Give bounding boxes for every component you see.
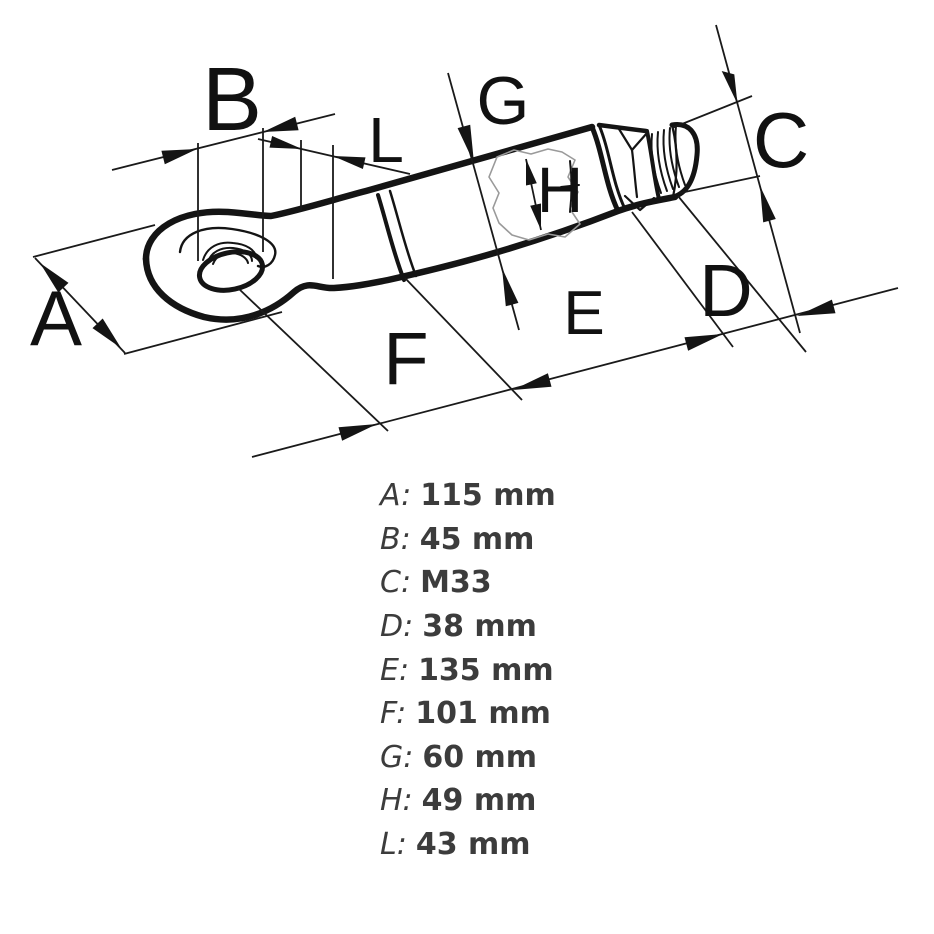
ext-line-from-hole xyxy=(237,287,389,432)
thread-crest xyxy=(662,129,674,190)
arrowhead xyxy=(161,149,197,165)
nut-top-edge xyxy=(596,122,649,134)
legend-row: D: 38 mm xyxy=(380,605,556,649)
dim-label-E: E xyxy=(563,279,604,348)
legend-row: G: 60 mm xyxy=(380,736,556,780)
legend-value: 49 mm xyxy=(421,783,537,819)
dim-label-D: D xyxy=(699,249,752,332)
dim-label-F: F xyxy=(383,317,428,400)
dim-label-A: A xyxy=(30,274,82,362)
legend-value: 45 mm xyxy=(419,521,535,557)
dimension-labels: A B C D E F G H L xyxy=(30,50,809,400)
legend-value: 43 mm xyxy=(415,827,531,863)
thread-crest xyxy=(656,131,668,192)
arrowhead xyxy=(526,159,537,186)
legend-row: F: 101 mm xyxy=(380,692,556,736)
section-sketch-outline xyxy=(488,148,581,241)
arrowhead xyxy=(513,373,552,390)
legend-letter: G: xyxy=(380,739,414,775)
arrowhead xyxy=(760,186,776,223)
end-face-arc xyxy=(589,124,621,214)
legend-letter: F: xyxy=(380,696,407,732)
hole-thread-arc xyxy=(207,246,253,263)
arrowhead xyxy=(92,318,121,348)
legend-letter: H: xyxy=(380,783,413,819)
ext-line-shaft-start xyxy=(404,277,523,401)
hole-chamfer-arc xyxy=(178,226,277,269)
dim-label-B: B xyxy=(202,50,262,150)
stud-tip-edge xyxy=(670,123,678,199)
arrowhead xyxy=(338,424,377,441)
end-face-arc-inner xyxy=(597,123,627,211)
legend-letter: D: xyxy=(380,609,414,645)
dimension-legend: A: 115 mm B: 45 mm C: M33 D: 38 mm E: 13… xyxy=(380,474,556,866)
hole-thread-arc xyxy=(202,241,257,261)
ext-line-thread-start xyxy=(631,211,734,348)
thread-section xyxy=(650,122,700,200)
nut-facet-edge xyxy=(630,148,639,199)
hole-thread-arc xyxy=(212,251,249,265)
dim-line-B xyxy=(111,113,336,171)
arrowhead xyxy=(269,136,302,149)
eye-ring xyxy=(178,226,277,293)
dim-label-C: C xyxy=(753,96,809,184)
legend-row: H: 49 mm xyxy=(380,779,556,823)
shaft-end-face xyxy=(560,123,627,214)
legend-row: E: 135 mm xyxy=(380,648,556,692)
legend-row: L: 43 mm xyxy=(380,823,556,867)
legend-letter: A: xyxy=(380,478,412,514)
shaft-collar xyxy=(376,189,418,282)
silhouette-top xyxy=(142,123,596,263)
arrowhead xyxy=(40,263,69,293)
ext-line-A-top xyxy=(32,224,156,258)
legend-value: M33 xyxy=(420,565,492,601)
ext-line-C-top xyxy=(671,95,753,129)
center-mark-horizontal xyxy=(560,184,580,188)
thread-crest xyxy=(668,127,680,188)
legend-value: 60 mm xyxy=(422,739,538,775)
legend-letter: C: xyxy=(380,565,412,601)
legend-row: C: M33 xyxy=(380,561,556,605)
arrowhead xyxy=(263,116,299,132)
silhouette-bottom xyxy=(142,193,679,323)
legend-value: 38 mm xyxy=(422,609,537,645)
thread-crest xyxy=(650,133,662,194)
hex-nut xyxy=(596,122,661,212)
arrowhead xyxy=(797,299,836,316)
arrowhead xyxy=(502,268,519,307)
nut-bottom-bevel xyxy=(623,194,656,212)
arrowhead xyxy=(721,71,738,104)
legend-letter: E: xyxy=(380,652,410,688)
part-outline xyxy=(142,123,679,323)
legend-value: 115 mm xyxy=(420,478,556,514)
dim-label-G: G xyxy=(477,63,530,139)
ext-line-A-bottom xyxy=(123,311,283,355)
legend-row: A: 115 mm xyxy=(380,474,556,518)
legend-value: 101 mm xyxy=(415,696,551,732)
legend-row: B: 45 mm xyxy=(380,518,556,562)
collar-arc xyxy=(376,193,406,282)
collar-arc xyxy=(388,189,418,278)
dimension-lines xyxy=(32,24,899,458)
dim-label-L: L xyxy=(368,104,404,176)
arrowhead xyxy=(530,203,541,230)
arrowhead xyxy=(457,124,474,163)
ext-line-C-bottom xyxy=(679,175,761,194)
dim-label-H: H xyxy=(537,154,583,226)
stud-tip-cap xyxy=(669,122,700,200)
legend-letter: L: xyxy=(380,827,407,863)
legend-letter: B: xyxy=(380,521,411,557)
arrowhead xyxy=(333,156,366,169)
ext-line-thread-end xyxy=(677,195,807,353)
arrowhead xyxy=(684,334,723,351)
legend-value: 135 mm xyxy=(418,652,554,688)
